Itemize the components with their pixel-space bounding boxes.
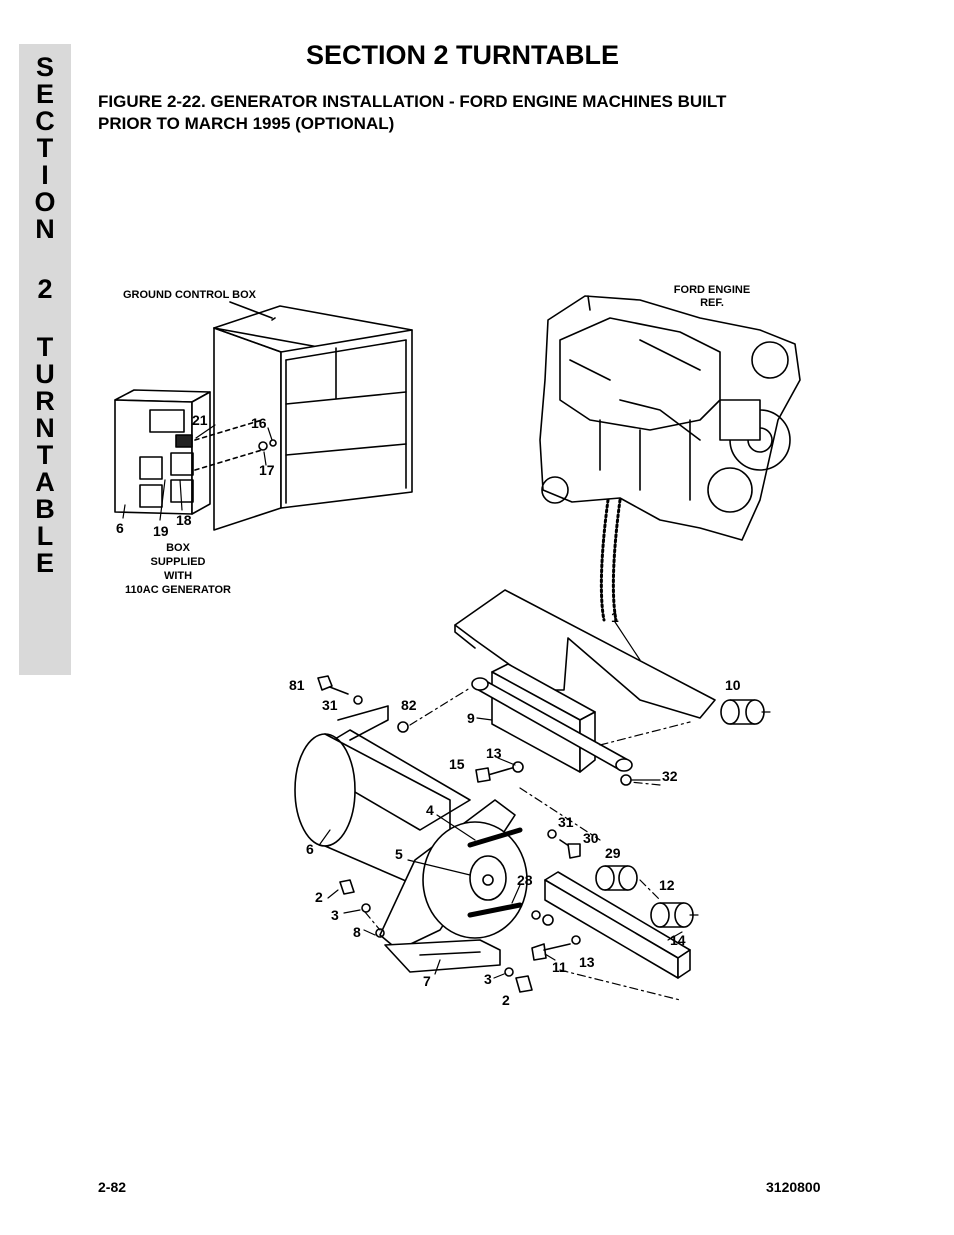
box-note: BOX [166, 542, 191, 554]
side-letter: N [35, 214, 55, 244]
assembly-guide-lines [364, 687, 771, 1001]
callout: 31 [322, 697, 338, 713]
callout: 4 [426, 802, 434, 818]
callout: 17 [259, 462, 275, 478]
engine-label: FORD ENGINE [674, 284, 750, 296]
figure-caption-line: PRIOR TO MARCH 1995 (OPTIONAL) [98, 114, 395, 133]
side-letter: A [35, 467, 55, 497]
callout: 12 [659, 877, 675, 893]
side-letter: 2 [37, 274, 53, 304]
roller-tube [471, 677, 633, 772]
box-note: WITH [164, 570, 192, 582]
callout: 81 [289, 677, 305, 693]
callout: 13 [486, 745, 502, 761]
callout: 7 [423, 973, 431, 989]
side-letter: C [35, 106, 55, 136]
adjusting-arm [384, 939, 501, 973]
side-letter: R [35, 386, 55, 416]
callout: 13 [579, 954, 595, 970]
callout: 29 [605, 845, 621, 861]
callout: 2 [502, 992, 510, 1008]
generator [294, 705, 471, 901]
ford-engine [539, 295, 801, 541]
leader-line [229, 301, 273, 319]
side-letter: B [35, 494, 55, 524]
figure-caption-line: FIGURE 2-22. GENERATOR INSTALLATION - FO… [98, 92, 727, 111]
callout: 28 [517, 872, 533, 888]
callout: 2 [315, 889, 323, 905]
callout: 19 [153, 523, 169, 539]
callout: 1 [611, 609, 619, 625]
callout: 10 [725, 677, 741, 693]
callout: 31 [558, 814, 574, 830]
side-letter: L [36, 521, 54, 551]
callout: 11 [552, 959, 567, 975]
ground-control-box-label: GROUND CONTROL BOX [123, 289, 257, 301]
side-letter: T [36, 332, 54, 362]
callout: 3 [331, 907, 339, 923]
document-number: 3120800 [766, 1179, 821, 1195]
callout: 8 [353, 924, 361, 940]
side-letter: N [35, 413, 55, 443]
side-letter: T [36, 133, 54, 163]
receptacle-box [114, 389, 211, 515]
side-letter: T [36, 440, 54, 470]
tension-bar [544, 871, 691, 979]
engine-label: REF. [700, 297, 724, 309]
bushing-12 [650, 902, 694, 928]
callout: 6 [116, 520, 124, 536]
callout: 9 [467, 710, 475, 726]
ground-control-box [213, 305, 413, 531]
side-letter: O [34, 187, 56, 217]
side-letter: E [35, 548, 54, 578]
page-title: SECTION 2 TURNTABLE [305, 40, 619, 70]
page-number: 2-82 [98, 1179, 127, 1195]
bushing-29 [595, 865, 638, 891]
callout: 14 [670, 932, 686, 948]
callout: 18 [176, 512, 192, 528]
box-note: SUPPLIED [150, 556, 205, 568]
side-letter: E [35, 79, 54, 109]
callout: 21 [192, 412, 208, 428]
callout: 15 [449, 756, 465, 772]
callout: 82 [401, 697, 417, 713]
box-note: 110AC GENERATOR [125, 584, 231, 596]
side-letter: I [41, 160, 49, 190]
callout: 6 [306, 841, 314, 857]
side-letter: U [35, 359, 55, 389]
callout: 32 [662, 768, 678, 784]
leader-lines [122, 424, 683, 979]
bolts-washers [317, 675, 632, 993]
side-letter: S [35, 52, 54, 82]
callout: 3 [484, 971, 492, 987]
callout: 16 [251, 415, 267, 431]
callout: 5 [395, 846, 403, 862]
callout: 30 [583, 830, 599, 846]
bushing-10 [720, 699, 765, 725]
figure-caption: FIGURE 2-22. GENERATOR INSTALLATION - FO… [98, 91, 858, 135]
pulley-bracket [379, 799, 528, 951]
section-side-tab: S E C T I O N 2 T U R N T A B L E [19, 44, 71, 675]
